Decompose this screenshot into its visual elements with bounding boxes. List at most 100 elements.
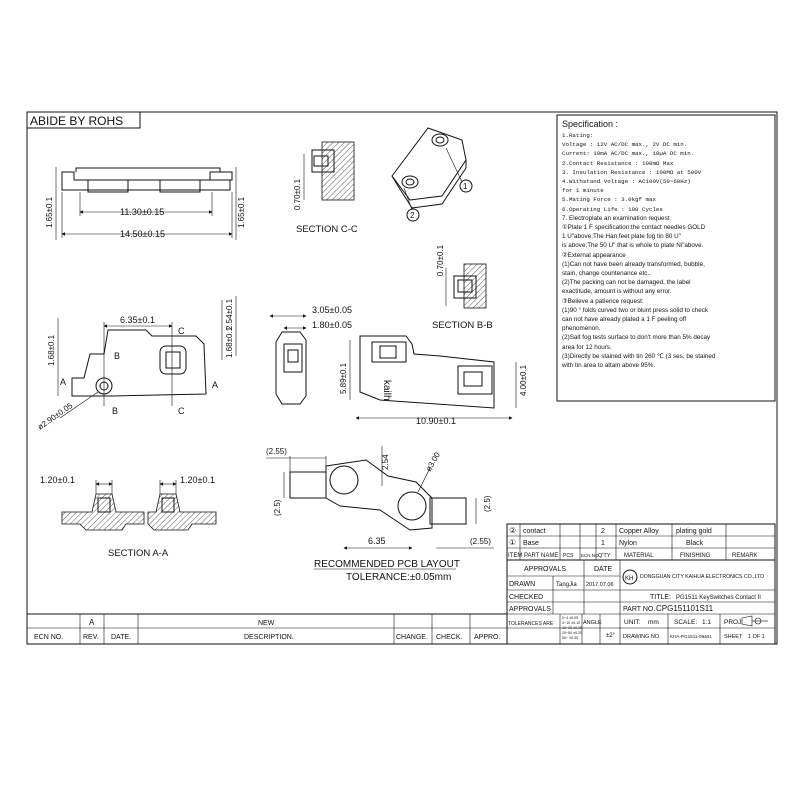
side-view: 11.30±0.15 14.50±0.15 1.65±0.1 1.65±0.1 <box>45 167 246 240</box>
svg-text:PCS: PCS <box>563 553 574 559</box>
brand-text: kailh <box>381 380 392 401</box>
section-bb-view: 0.70±0.1 SECTION B-B <box>432 244 493 331</box>
section-cc-label: SECTION C-C <box>296 224 358 235</box>
svg-text:1: 1 <box>463 182 468 191</box>
rohs-label: ABIDE BY ROHS <box>30 114 123 128</box>
spec-line: ①Plate 1 F specification:the contact nee… <box>562 224 706 232</box>
svg-text:±2°: ±2° <box>606 633 616 639</box>
svg-text:DATE.: DATE. <box>111 634 131 641</box>
svg-text:DRAWING NO.: DRAWING NO. <box>623 634 661 640</box>
spec-line: area for 12 hours. <box>562 343 612 351</box>
spec-line: (1)Can not have been already transformed… <box>562 260 705 268</box>
svg-text:SCALE:: SCALE: <box>674 619 697 626</box>
spec-line: 2.Contact Resistance : 100mΩ Max <box>562 159 674 167</box>
dim-2-54: 2.54±0.1 <box>225 298 234 330</box>
spec-line: phenomenon. <box>562 325 601 333</box>
letter-a-right: A <box>212 380 218 390</box>
company-logo <box>622 569 638 585</box>
dim-1-65-right: 1.65±0.1 <box>237 196 246 228</box>
svg-text:PART NAME: PART NAME <box>524 553 558 559</box>
svg-text:CHECKED: CHECKED <box>509 594 543 601</box>
svg-text:A: A <box>89 618 95 627</box>
svg-text:CHANGE.: CHANGE. <box>396 634 428 641</box>
svg-text:2: 2 <box>601 528 605 535</box>
svg-text:ECN NO: ECN NO <box>581 553 599 558</box>
spec-line: (2)Salt fog tests surface to don't more … <box>562 334 711 342</box>
spec-line: for 1 minute <box>562 187 604 195</box>
spec-box <box>556 114 776 402</box>
spec-line: 7. Electroplate an examination request <box>562 214 670 222</box>
spec-line: 5.Mating Force : 3.0kgf max <box>562 196 656 204</box>
svg-text:DATE: DATE <box>594 566 612 573</box>
spec-line: (1)90 ° folds curved two or blunt press … <box>562 306 709 314</box>
letter-b-left: B <box>114 351 120 361</box>
svg-text:contact: contact <box>523 528 546 535</box>
pcb-2-54: 2.54 <box>381 454 390 470</box>
dim-6-35: 6.35±0.1 <box>120 315 155 325</box>
spec-line: 1 U"above;The Han feet plate fog tin 80 … <box>562 233 681 241</box>
svg-text:DESCRIPTION.: DESCRIPTION. <box>244 634 294 641</box>
svg-text:UNIT:: UNIT: <box>624 619 640 626</box>
svg-text:DONGGUAN CITY KAIHUA ELECTRONI: DONGGUAN CITY KAIHUA ELECTRONICS CO.,LTD <box>640 574 764 580</box>
spec-line: (2)The packing can not be damaged, the l… <box>562 279 691 287</box>
svg-text:KH: KH <box>625 576 633 582</box>
svg-text:ANGLE: ANGLE <box>583 620 602 626</box>
pcb-2-5-left: (2.5) <box>273 499 282 516</box>
dim-1-20-right: 1.20±0.1 <box>180 475 215 485</box>
dim-14-50: 14.50±0.15 <box>120 229 165 239</box>
spec-line: exactitude, amount is without any error. <box>562 288 672 296</box>
balloon-1 <box>459 179 473 193</box>
svg-text:10~20 ±0.15: 10~20 ±0.15 <box>562 626 582 630</box>
iso-view: 1 2 <box>391 127 473 222</box>
spec-line: 4.Withstand Voltage : AC100V(50~60Hz) <box>562 178 691 186</box>
bom-table: ② contact 2 Copper Alloy plating gold ① … <box>506 523 776 561</box>
spec-line: with tin area to attain above 95%. <box>562 362 656 370</box>
svg-text:ECN NO.: ECN NO. <box>34 634 63 641</box>
svg-text:TITLE:: TITLE: <box>650 594 671 601</box>
spec-line: 3. Insulation Resistance : 100MΩ at 500V <box>562 168 702 176</box>
svg-text:mm: mm <box>648 619 659 626</box>
svg-text:TOLERANCES ARE: TOLERANCES ARE <box>508 621 554 627</box>
svg-text:REV.: REV. <box>83 634 99 641</box>
pcb-title: RECOMMENDED PCB LAYOUT <box>314 559 460 570</box>
svg-text:2017.07.06: 2017.07.06 <box>586 582 614 588</box>
svg-text:CPG151101S11: CPG151101S11 <box>656 604 714 613</box>
dim-1-20-left: 1.20±0.1 <box>40 475 75 485</box>
dim-10-90: 10.90±0.1 <box>416 416 456 426</box>
dim-1-68-left: 1.68±0.1 <box>47 334 56 366</box>
section-cc-view: 0.70±0.1 SECTION C-C <box>293 141 358 235</box>
svg-text:PART NO.: PART NO. <box>623 606 655 613</box>
spec-line: stain, change countenance etc.. <box>562 270 651 278</box>
svg-text:APPRO.: APPRO. <box>474 634 501 641</box>
spec-title: Specification : <box>562 119 619 129</box>
pcb-layout: (2.55) (2.55) (2.5) (2.5) 2.54 ø3.00 6.3… <box>266 446 494 583</box>
dim-0-70-cc: 0.70±0.1 <box>293 178 302 210</box>
svg-text:Q'TY: Q'TY <box>598 553 611 559</box>
pcb-2-55-top: (2.55) <box>266 447 287 456</box>
dim-1-65-left: 1.65±0.1 <box>45 196 54 228</box>
letter-a-left: A <box>60 377 66 387</box>
svg-text:ITEM: ITEM <box>508 553 522 559</box>
svg-text:①: ① <box>509 538 516 547</box>
svg-text:NEW: NEW <box>258 620 275 627</box>
svg-text:KHA-PG1511-09401: KHA-PG1511-09401 <box>670 634 712 639</box>
top-view: 6.35±0.1 1.68±0.1 1.68±0.1 2.54±0.1 ø2.9… <box>36 296 237 432</box>
svg-text:0~4 ±0.05: 0~4 ±0.05 <box>562 616 578 620</box>
projection-icon <box>741 615 768 627</box>
revision-table: A NEW ECN NO. REV. DATE. DESCRIPTION. CH… <box>26 613 508 645</box>
letter-c-top: C <box>178 326 185 336</box>
section-aa-label: SECTION A-A <box>108 548 169 559</box>
svg-text:②: ② <box>509 526 516 535</box>
rohs-box <box>26 111 141 129</box>
pcb-6-35: 6.35 <box>368 536 386 546</box>
dim-0-70-bb: 0.70±0.1 <box>436 244 445 276</box>
svg-text:REMARK: REMARK <box>732 553 758 559</box>
svg-text:Black: Black <box>686 540 704 547</box>
svg-text:Copper Alloy: Copper Alloy <box>619 528 659 535</box>
svg-text:20~50 ±0.20: 20~50 ±0.20 <box>562 631 582 635</box>
tolerance-label: TOLERANCE:±0.05mm <box>346 572 451 583</box>
title-block: APPROVALS DATE DRAWN TangJia 2017.07.06 … <box>506 559 776 645</box>
svg-text:APPROVALS: APPROVALS <box>524 566 566 573</box>
svg-text:APPROVALS: APPROVALS <box>509 606 551 613</box>
